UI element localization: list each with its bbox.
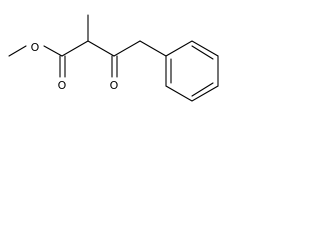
phenyl-inner-double-2 bbox=[191, 82, 214, 97]
molecule-structure-diagram: O O O bbox=[8, 14, 219, 102]
phenyl-ring bbox=[165, 40, 219, 102]
ester-carbonyl-oxygen-label: O bbox=[58, 79, 67, 92]
ester-oxygen-label: O bbox=[31, 41, 40, 54]
bond-alpha-carbon-ketone-carbon bbox=[87, 40, 115, 57]
bond-methylene-phenyl bbox=[139, 40, 167, 57]
ketone-carbonyl-oxygen-label: O bbox=[110, 79, 119, 92]
bond-carbonyl-carbon-alpha-carbon bbox=[61, 40, 89, 57]
bond-methyl-ester-oxygen bbox=[8, 45, 27, 57]
bond-ketone-carbon-methylene bbox=[113, 40, 141, 57]
bond-ester-oxygen-carbonyl-carbon bbox=[43, 45, 63, 57]
phenyl-inner-double-3 bbox=[191, 45, 214, 60]
